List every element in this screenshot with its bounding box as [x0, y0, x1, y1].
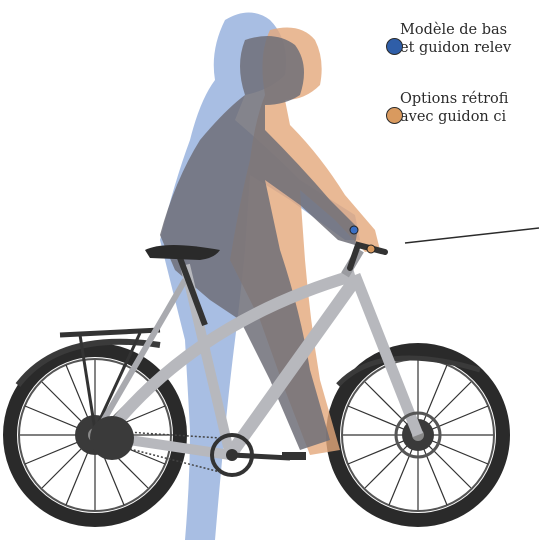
handlebar: [347, 225, 388, 271]
disc-brake: [394, 411, 442, 459]
rear-fender: [15, 338, 161, 387]
legend-retrofit-line2: avec guidon ci: [400, 109, 507, 125]
legend-item-retrofit: Options rétrofi avec guidon ci: [386, 90, 508, 126]
bike-frame: [92, 247, 424, 460]
front-fender: [336, 355, 481, 387]
front-wheel: [326, 343, 510, 527]
seat: [145, 245, 220, 327]
blue-circle-icon: [386, 38, 403, 55]
rider-overlap-silhouette: [160, 36, 358, 450]
rear-rack: [59, 327, 161, 431]
legend-item-base: Modèle de bas et guidon relev: [386, 21, 511, 57]
orange-circle-icon: [386, 107, 403, 124]
legend-retrofit-line1: Options rétrofi: [400, 91, 509, 107]
rear-cassette: [90, 416, 134, 460]
callout-line: [404, 227, 539, 244]
legend-base-line1: Modèle de bas: [400, 22, 508, 38]
legend-base-line2: et guidon relev: [400, 40, 512, 56]
